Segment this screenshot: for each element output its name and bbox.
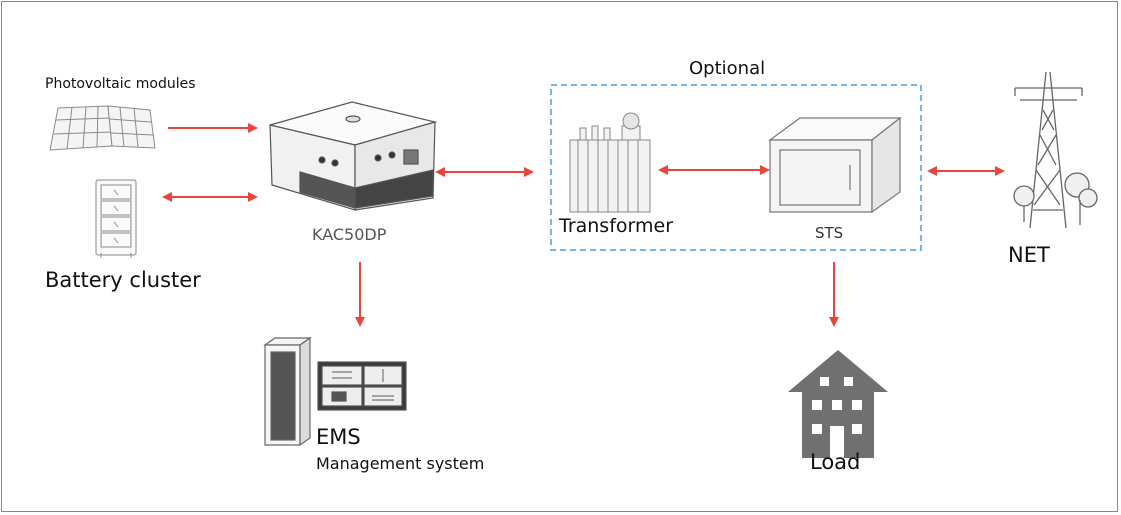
battery-rack-icon: [95, 179, 137, 258]
house-icon: [788, 350, 888, 458]
label-net: NET: [1008, 243, 1050, 267]
ems-monitor-icon: [317, 361, 407, 411]
sts-cabinet-icon: [768, 116, 902, 214]
label-sts: STS: [815, 224, 844, 242]
label-load: Load: [810, 450, 861, 474]
solar-panel-icon: [49, 105, 156, 151]
label-optional: Optional: [689, 58, 766, 79]
label-inverter: KAC50DP: [312, 225, 387, 244]
inverter-icon: [269, 101, 438, 211]
label-ems: EMS: [316, 425, 361, 449]
label-battery-cluster: Battery cluster: [45, 268, 201, 292]
label-pv-modules: Photovoltaic modules: [45, 76, 196, 92]
transformer-icon: [569, 112, 651, 213]
transmission-tower-icon: [1013, 71, 1098, 229]
label-management-system: Management system: [316, 454, 485, 473]
optional-box: [550, 84, 922, 251]
server-rack-icon: [263, 336, 312, 447]
label-transformer: Transformer: [559, 215, 674, 237]
